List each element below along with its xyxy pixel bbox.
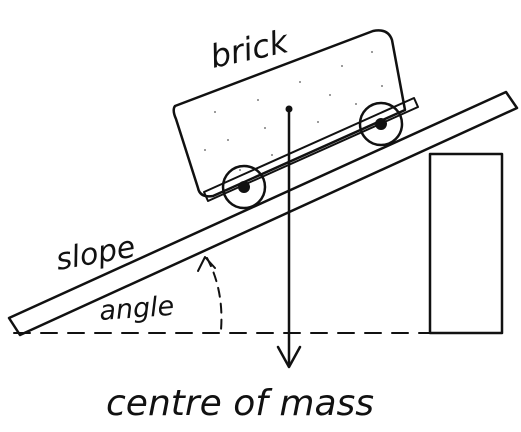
brick-texture [204, 51, 383, 171]
angle-arrowhead [197, 256, 216, 272]
slope-label: slope [53, 230, 138, 278]
support-block [428, 152, 504, 335]
centre-of-mass-arrowhead [276, 345, 302, 369]
centre-of-mass-dot [285, 105, 293, 113]
angle-label: angle [98, 291, 175, 327]
slope-plank [7, 90, 519, 337]
brick-body [172, 29, 407, 198]
brick-label: brick [207, 22, 293, 76]
rear-wheel [358, 101, 404, 147]
front-wheel [221, 164, 267, 210]
trolley-axle-bar [203, 97, 419, 202]
angle-arc [206, 257, 223, 331]
centre-of-mass-label: centre of mass [106, 383, 374, 424]
